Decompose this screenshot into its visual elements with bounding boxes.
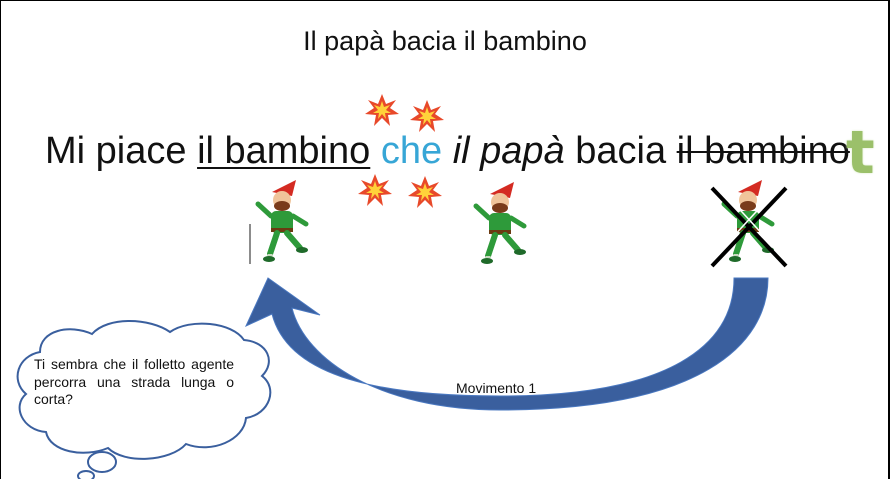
elf-middle-icon [476,182,526,264]
slide-title: Il papà bacia il bambino [303,26,587,56]
italic-subject: il papà [452,130,565,172]
thought-bubble-text: Ti sembra che il folletto agente percorr… [34,356,234,407]
elf-left-icon [249,180,308,264]
trace-letter-t: t [846,118,875,188]
explosion-icon [358,94,444,208]
elf-crossed-icon [707,180,791,268]
curved-arrow-icon [244,277,769,411]
underlined-object: il bambino [197,130,371,172]
sentence-part-1: Mi piace [45,130,198,172]
sentence-verb: bacia [564,130,677,172]
relative-pronoun-che: che [380,130,443,172]
thought-bubble-icon [16,320,272,479]
movement-label: Movimento 1 [456,380,537,396]
sentence: Mi piace il bambino che il papà bacia il… [45,128,850,174]
struck-object: il bambino [676,130,850,172]
